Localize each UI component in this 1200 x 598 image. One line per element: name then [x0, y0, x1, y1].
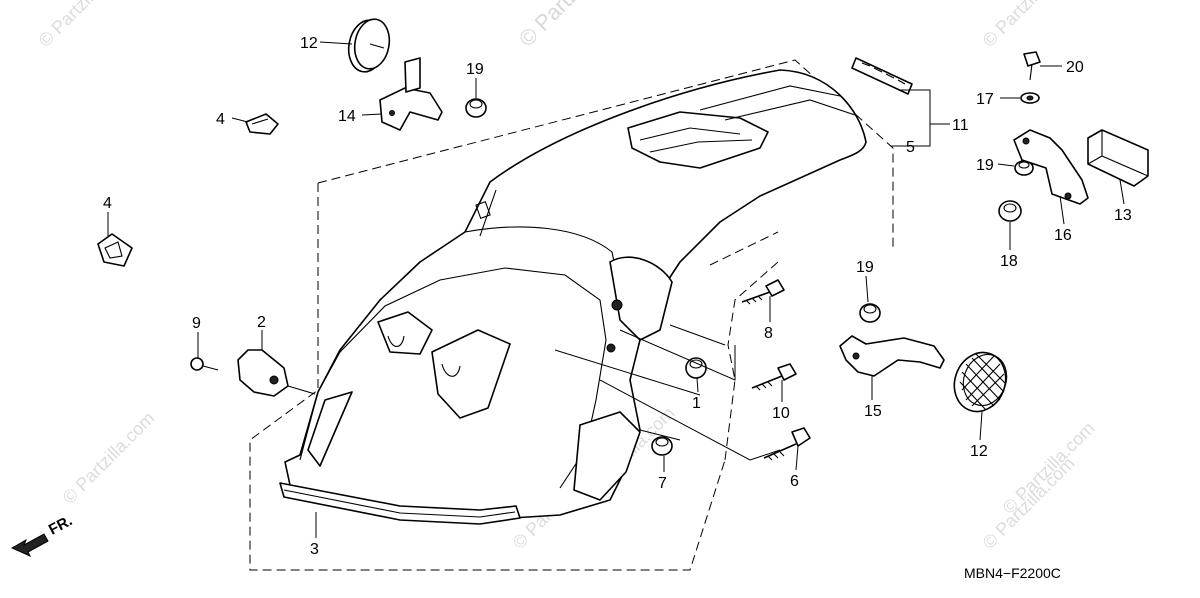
leader-lines — [107, 41, 1125, 538]
part-19-grommet-top — [465, 98, 487, 118]
callout-13: 13 — [1114, 207, 1132, 224]
arrow-icon — [10, 533, 49, 558]
part-4-clip-top — [245, 113, 279, 135]
part-14-bracket — [379, 57, 443, 131]
part-16-bracket — [1013, 129, 1089, 205]
part-15-bracket — [839, 335, 945, 377]
callout-17: 17 — [976, 91, 994, 108]
diagram-code: MBN4−F2200C — [964, 565, 1061, 581]
callout-10: 10 — [772, 405, 790, 422]
rear-fender — [284, 69, 867, 521]
callout-20: 20 — [1066, 59, 1084, 76]
callout-19-right: 19 — [976, 157, 994, 174]
callout-4-top: 4 — [216, 111, 225, 128]
watermark-right-center: © Partzilla.com — [999, 418, 1099, 518]
part-20-bolt — [1023, 51, 1041, 81]
part-12-cushion-top — [347, 18, 391, 73]
callout-16: 16 — [1054, 227, 1072, 244]
callout-8: 8 — [764, 325, 773, 342]
callout-2: 2 — [257, 314, 266, 331]
assembly-boundary — [249, 59, 894, 571]
part-17-washer — [1020, 92, 1040, 104]
part-19-grommet-middle — [859, 303, 881, 323]
part-7-grommet — [651, 436, 673, 456]
callout-3: 3 — [310, 541, 319, 558]
part-12-reflector — [953, 351, 1008, 413]
callout-6: 6 — [790, 473, 799, 490]
watermark-top-center: © Partzilla.com — [514, 0, 637, 52]
callout-19-top: 19 — [466, 61, 484, 78]
callout-4-left: 4 — [103, 195, 112, 212]
callout-5: 5 — [906, 139, 915, 156]
callout-14: 14 — [338, 108, 356, 125]
front-direction-label: FR. — [46, 512, 75, 538]
callout-9: 9 — [192, 315, 201, 332]
part-13-pad — [1087, 129, 1149, 187]
front-direction-arrow: FR. — [10, 512, 75, 558]
watermark-top-right: © Partzilla.com — [979, 0, 1079, 51]
callout-labels: 12 14 19 4 4 9 2 3 5 11 20 17 19 16 13 1… — [103, 35, 1132, 558]
callout-15: 15 — [864, 403, 882, 420]
part-18-grommet — [998, 200, 1022, 222]
callout-7: 7 — [658, 475, 667, 492]
callout-18: 18 — [1000, 253, 1018, 270]
callout-1: 1 — [692, 395, 701, 412]
callout-11: 11 — [952, 117, 969, 134]
part-6-bolt — [763, 427, 811, 461]
part-1-grommet — [685, 357, 707, 379]
part-5-emblem — [851, 57, 913, 95]
callout-12-top: 12 — [300, 35, 318, 52]
part-3-trim-strip — [279, 482, 521, 525]
watermark-bottom-right: © Partzilla.com — [979, 453, 1079, 553]
part-4-clip-left — [97, 233, 133, 267]
part-8-bolt — [741, 279, 785, 305]
watermark-mid-left: © Partzilla.com — [59, 408, 159, 508]
callout-19-middle: 19 — [856, 259, 874, 276]
part-2-mount — [237, 349, 316, 397]
watermark-top-left: © Partzilla.com — [35, 0, 135, 51]
part-9-screw — [190, 357, 219, 371]
part-10-bolt — [751, 363, 797, 391]
callout-12-bottom: 12 — [970, 443, 988, 460]
